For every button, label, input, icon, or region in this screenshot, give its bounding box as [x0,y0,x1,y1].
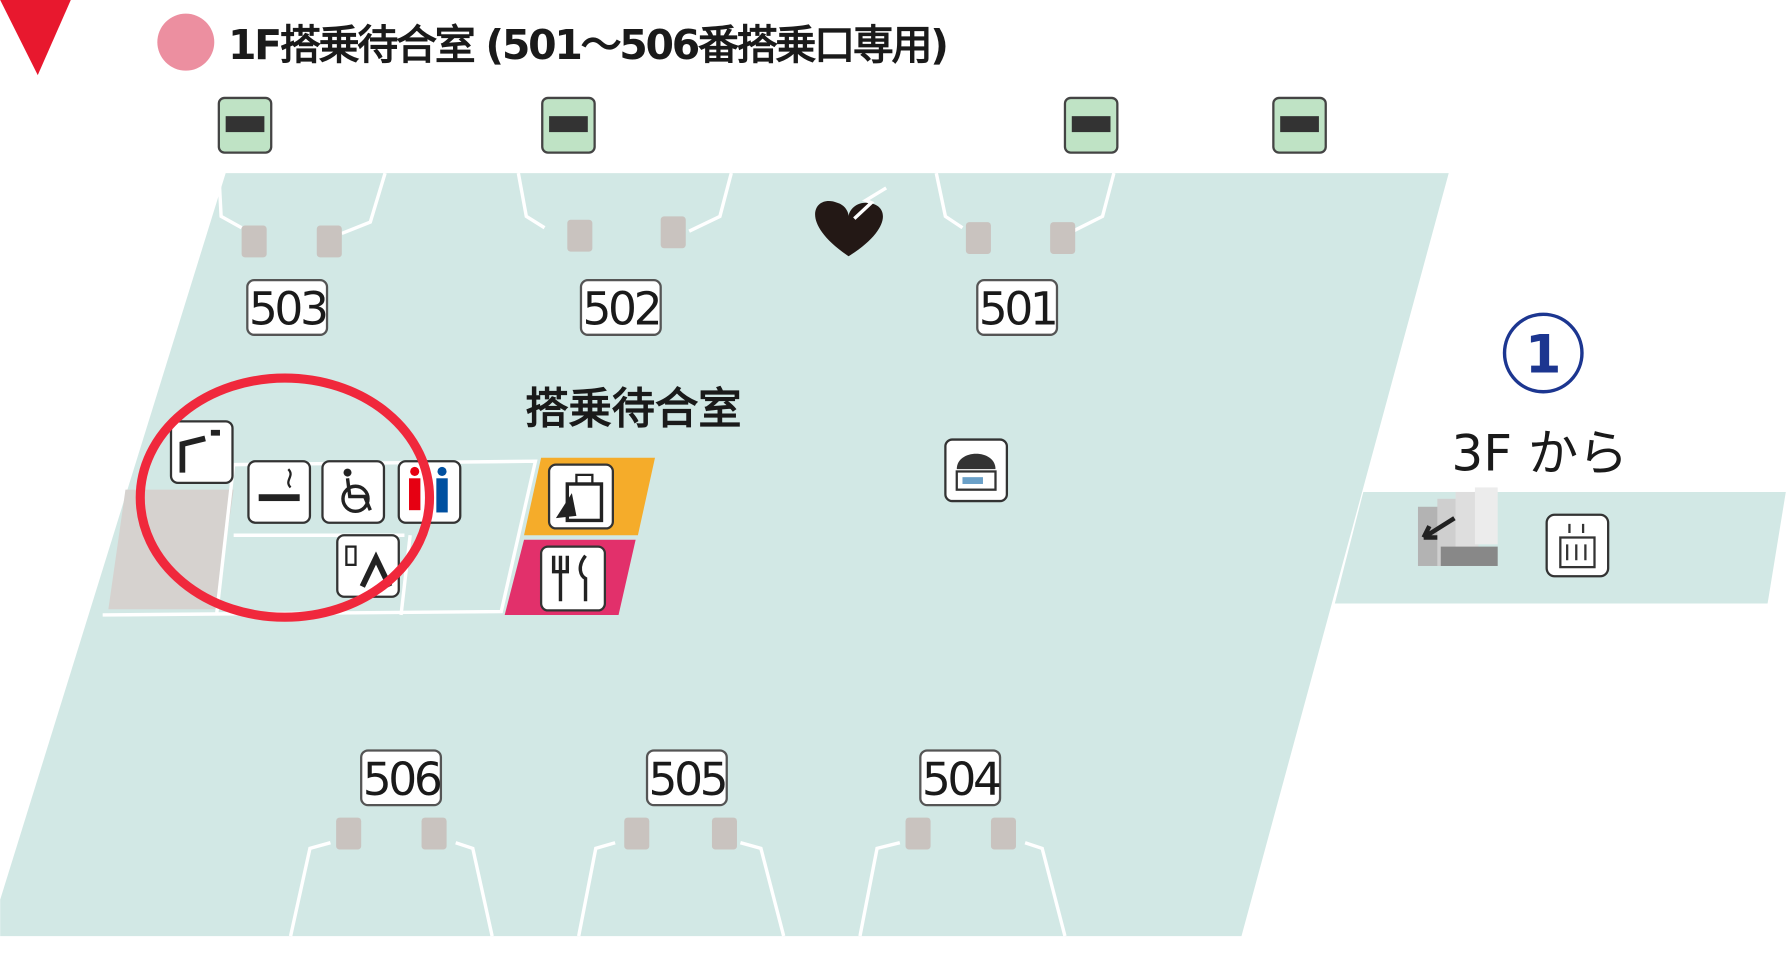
highlight-circle [135,373,435,622]
gate-label-506: 506 [360,749,444,807]
gate-doors [241,216,1076,850]
location-pointer-icon [0,0,71,76]
escalator-down-icon [1417,487,1498,566]
gate-bays-top [217,172,1116,236]
bus-icon [1063,96,1119,154]
svg-text:505: 505 [649,753,726,806]
room-label: 搭乗待合室 [525,385,741,435]
floor-marker-dot [157,13,215,71]
bus-stops [217,96,1327,154]
waiting-room-floor [0,173,1449,937]
nursing-room-icon [169,420,234,484]
elevator-icon [1545,513,1610,578]
gate-label-502: 502 [579,279,663,336]
svg-text:504: 504 [922,753,1000,806]
gate-bays-bottom [288,841,1067,937]
baby-care-icon [336,534,400,598]
svg-text:506: 506 [363,753,441,806]
page-title: 1F搭乗待合室 (501～506番搭乗口専用) [228,21,947,69]
svg-text:501: 501 [979,283,1056,336]
wheelchair-toilet-icon [321,460,386,524]
entrance-label: 3F から [1451,423,1628,482]
shop-icon [547,463,614,530]
gate-label-501: 501 [976,279,1059,336]
aed-icon [815,186,888,257]
svg-text:503: 503 [249,283,326,336]
gate-label-505: 505 [645,749,729,807]
svg-text:502: 502 [582,283,659,336]
bus-icon [217,96,273,154]
smoking-room-icon [247,460,312,524]
entrance-marker: 1 [1502,312,1584,394]
bus-icon [541,96,596,154]
gate-label-504: 504 [919,749,1003,807]
svg-text:1: 1 [1525,324,1561,385]
restaurant-icon [539,545,607,612]
facility-area [108,489,234,610]
vending-machine-icon [944,438,1009,503]
bus-icon [1272,96,1327,154]
gate-label-503: 503 [246,279,329,336]
